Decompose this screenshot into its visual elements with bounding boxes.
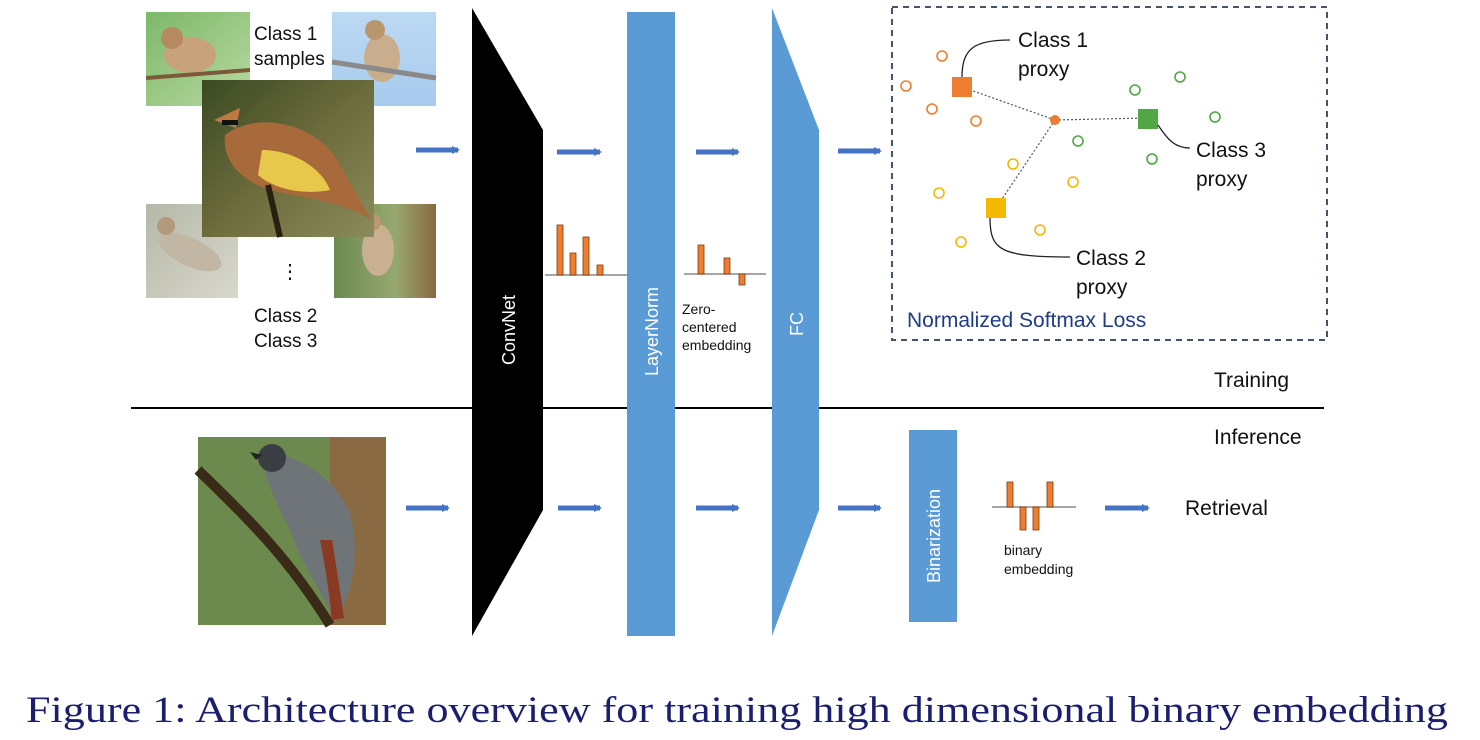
training-label: Training bbox=[1214, 369, 1289, 392]
binary-embedding-label: binary embedding bbox=[1004, 542, 1073, 577]
zero-centered-bars bbox=[684, 244, 766, 286]
class3-proxy-label: Class 3 proxy bbox=[1196, 139, 1272, 191]
sample-photo-main bbox=[202, 80, 374, 238]
retrieval-label: Retrieval bbox=[1185, 497, 1268, 520]
class3-proxy bbox=[1138, 109, 1158, 129]
convnet-label: ConvNet bbox=[499, 295, 519, 365]
arrows bbox=[406, 146, 1150, 512]
zero-centered-label: Zero- centered embedding bbox=[682, 301, 751, 353]
binarization-label: Binarization bbox=[924, 489, 944, 583]
vertical-ellipsis: ⋮ bbox=[280, 261, 300, 283]
binary-bar bbox=[1006, 481, 1014, 508]
class1-proxy bbox=[952, 77, 972, 97]
binary-embedding-bars bbox=[992, 481, 1076, 531]
loss-panel bbox=[891, 6, 1328, 341]
figure-caption: Figure 1: Architecture overview for trai… bbox=[26, 690, 1448, 731]
convnet-block bbox=[472, 8, 543, 636]
binary-bar bbox=[1046, 481, 1054, 508]
query-bird-photo bbox=[194, 437, 386, 628]
feature-bar bbox=[569, 252, 577, 276]
class3-label: Class 3 bbox=[254, 331, 317, 352]
embedding-bar bbox=[697, 244, 705, 275]
loss-label: Normalized Softmax Loss bbox=[907, 309, 1146, 332]
inference-label: Inference bbox=[1214, 426, 1302, 449]
fc-label: FC bbox=[787, 312, 807, 336]
training-sample-photos bbox=[145, 12, 437, 298]
class1-samples-label: Class 1 samples bbox=[254, 24, 325, 70]
feature-bar bbox=[556, 224, 564, 276]
binary-bar bbox=[1019, 506, 1027, 531]
sample-photo-topright bbox=[331, 12, 437, 106]
class3-embeddings bbox=[1072, 71, 1221, 165]
proxy-connections bbox=[961, 86, 1148, 209]
feature-bar bbox=[582, 236, 590, 276]
sample-photo-topleft bbox=[145, 12, 251, 106]
layernorm-label: LayerNorm bbox=[642, 287, 662, 376]
class1-proxy-label: Class 1 proxy bbox=[1018, 29, 1094, 81]
binarization-block bbox=[909, 430, 957, 622]
fc-block bbox=[772, 8, 819, 636]
class2-embeddings bbox=[933, 158, 1079, 248]
query-embedding-point bbox=[1050, 115, 1060, 125]
feature-bar bbox=[596, 264, 604, 276]
embedding-bar bbox=[738, 273, 746, 286]
class2-proxy-label: Class 2 proxy bbox=[1076, 247, 1152, 299]
binary-bar bbox=[1032, 506, 1040, 531]
class2-proxy bbox=[986, 198, 1006, 218]
embedding-bar bbox=[723, 257, 731, 275]
class1-embeddings bbox=[900, 50, 982, 127]
class2-label: Class 2 bbox=[254, 306, 317, 327]
proxy-callouts bbox=[961, 39, 1191, 258]
layernorm-block bbox=[627, 12, 675, 636]
convnet-feature-bars bbox=[545, 224, 627, 276]
